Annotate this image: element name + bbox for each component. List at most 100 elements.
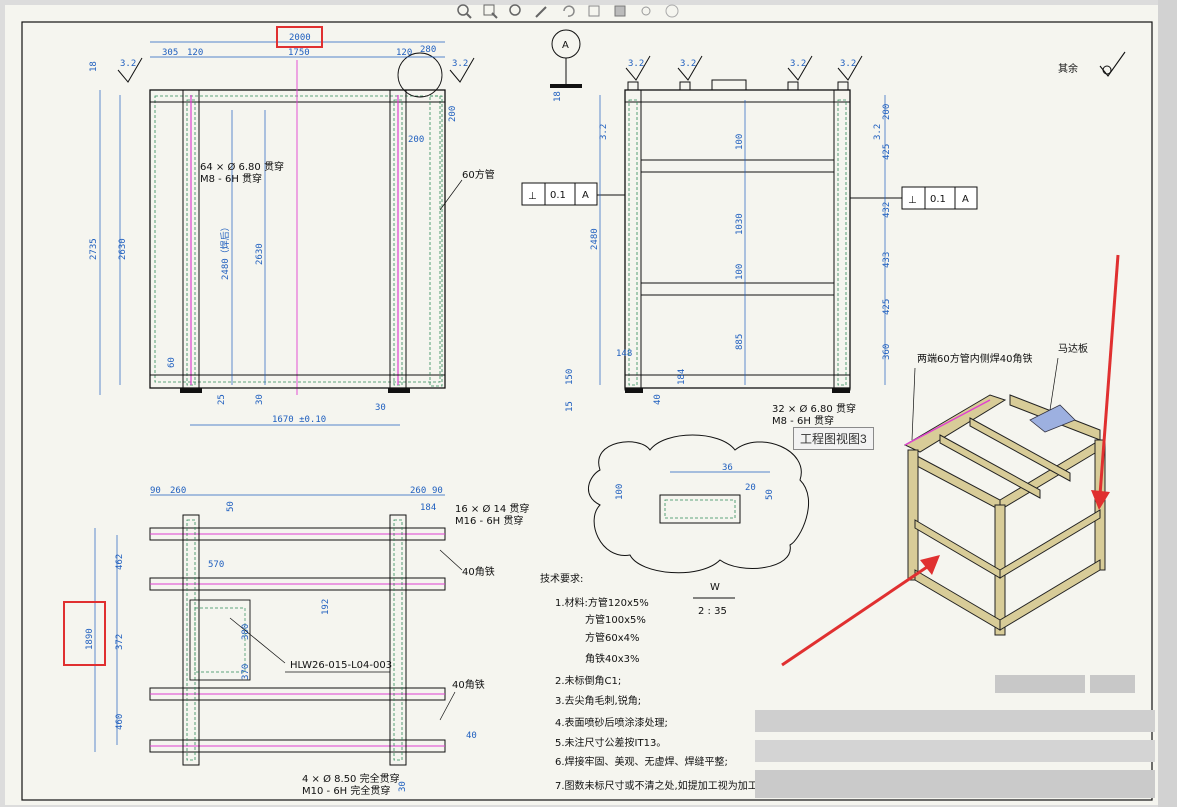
svg-text:50: 50 bbox=[765, 489, 775, 500]
svg-text:4.表面喷砂后喷涂漆处理;: 4.表面喷砂后喷涂漆处理; bbox=[555, 716, 668, 729]
sketch-button[interactable] bbox=[533, 2, 551, 20]
svg-text:5.未注尺寸公差按IT13。: 5.未注尺寸公差按IT13。 bbox=[555, 736, 666, 749]
svg-text:⊥: ⊥ bbox=[528, 191, 537, 202]
svg-text:16 × Ø 14 贯穿: 16 × Ø 14 贯穿 bbox=[455, 502, 529, 515]
svg-text:90: 90 bbox=[150, 486, 161, 496]
svg-text:425: 425 bbox=[882, 299, 892, 315]
svg-text:6.焊接牢固、美观、无虚焊、焊缝平整;: 6.焊接牢固、美观、无虚焊、焊缝平整; bbox=[555, 755, 728, 768]
border-frame bbox=[21, 21, 1153, 801]
dim-bottom-60: 60 bbox=[167, 357, 177, 368]
dim-overall-width: 2000 bbox=[289, 33, 311, 43]
svg-text:184: 184 bbox=[677, 369, 687, 385]
svg-text:100: 100 bbox=[615, 484, 625, 500]
side-view[interactable]: A ⊥ 0.1 A ⊥ 0.1 A 3.2 3.2 3.2 3.2 2480 1… bbox=[521, 29, 978, 427]
svg-text:3.2: 3.2 bbox=[840, 59, 856, 69]
svg-text:148: 148 bbox=[616, 349, 632, 359]
svg-text:20: 20 bbox=[745, 483, 756, 493]
red-arrow-down bbox=[1098, 254, 1120, 496]
section-button[interactable] bbox=[585, 2, 603, 20]
svg-text:3.2: 3.2 bbox=[680, 59, 696, 69]
highlight-box-width bbox=[276, 26, 323, 48]
svg-text:100: 100 bbox=[735, 264, 745, 280]
appearance-button[interactable] bbox=[663, 2, 681, 20]
dim-right-2: 200 bbox=[408, 135, 424, 145]
svg-text:A: A bbox=[962, 194, 969, 205]
front-hole-note-2: M8 - 6H 贯穿 bbox=[200, 172, 262, 185]
svg-text:370: 370 bbox=[241, 664, 251, 680]
svg-text:3.2: 3.2 bbox=[599, 124, 609, 140]
svg-text:432: 432 bbox=[882, 202, 892, 218]
svg-text:方管100x5%: 方管100x5% bbox=[585, 613, 646, 626]
svg-text:⊥: ⊥ bbox=[908, 195, 917, 206]
red-arrow-up bbox=[781, 563, 931, 667]
dim-top-small: 18 bbox=[89, 61, 99, 72]
title-block-blurred bbox=[745, 665, 1165, 805]
detail-view[interactable]: 36 20 50 100 bbox=[588, 434, 810, 574]
svg-text:18: 18 bbox=[553, 91, 563, 102]
dim-side-height: 2480 bbox=[590, 228, 600, 250]
isometric-view[interactable]: 两端60方管内侧焊40角铁 马达板 bbox=[781, 254, 1120, 667]
rotate-icon bbox=[563, 5, 575, 17]
svg-text:260: 260 bbox=[170, 486, 186, 496]
svg-text:462: 462 bbox=[115, 554, 125, 570]
dim-offset-a: 120 bbox=[187, 48, 203, 58]
svg-text:150: 150 bbox=[565, 369, 575, 385]
svg-text:30: 30 bbox=[398, 781, 408, 792]
display-style-button[interactable] bbox=[611, 2, 629, 20]
remaining-roughness: 其余 bbox=[1058, 51, 1126, 77]
dim-bottom-30: 30 bbox=[255, 394, 265, 405]
angle-iron-label-2: 40角铁 bbox=[452, 678, 485, 691]
svg-text:372: 372 bbox=[115, 634, 125, 650]
svg-text:方管60x4%: 方管60x4% bbox=[585, 631, 640, 644]
dim-right-1: 200 bbox=[448, 106, 458, 122]
svg-text:36: 36 bbox=[722, 463, 733, 473]
svg-text:W: W bbox=[710, 582, 720, 593]
svg-text:260: 260 bbox=[410, 486, 426, 496]
svg-text:3.去尖角毛刺,锐角;: 3.去尖角毛刺,锐角; bbox=[555, 694, 641, 707]
front-view[interactable]: 2000 1750 305 120 120 280 3.2 3.2 2735 2… bbox=[89, 26, 495, 426]
svg-text:460: 460 bbox=[115, 714, 125, 730]
front-hole-note-1: 64 × Ø 6.80 贯穿 bbox=[200, 160, 284, 173]
svg-text:3.2: 3.2 bbox=[873, 124, 883, 140]
dim-left-height: 2735 bbox=[89, 238, 99, 260]
tolerance-frame-left bbox=[521, 182, 598, 206]
dim-bottom-1670: 1670 ±0.10 bbox=[272, 415, 326, 425]
angle-iron-label-1: 40角铁 bbox=[462, 565, 495, 578]
svg-text:433: 433 bbox=[882, 252, 892, 268]
zoom-in-button[interactable] bbox=[507, 2, 525, 20]
dim-mid-height: 2480（焊后） bbox=[219, 222, 231, 280]
svg-text:A: A bbox=[582, 190, 589, 201]
dim-inner-height: 2630 bbox=[118, 238, 128, 260]
svg-text:M16 - 6H 贯穿: M16 - 6H 贯穿 bbox=[455, 514, 523, 527]
dim-bottom-30b: 30 bbox=[375, 403, 386, 413]
part-number: HLW26-015-L04-003 bbox=[290, 660, 392, 671]
zoom-fit-button[interactable] bbox=[455, 2, 473, 20]
right-scroll-strip[interactable] bbox=[1158, 0, 1177, 807]
zoom-icon bbox=[457, 4, 472, 19]
svg-text:380: 380 bbox=[241, 624, 251, 640]
svg-text:40: 40 bbox=[653, 394, 663, 405]
zoom-in-icon bbox=[509, 4, 521, 16]
zoom-area-button[interactable] bbox=[481, 2, 499, 20]
front-tube-label: 60方管 bbox=[462, 168, 495, 181]
svg-text:角铁40x3%: 角铁40x3% bbox=[585, 652, 640, 665]
cube-icon bbox=[614, 5, 626, 17]
svg-text:184: 184 bbox=[420, 503, 436, 513]
rotate-button[interactable] bbox=[559, 2, 577, 20]
highlight-box-depth bbox=[63, 601, 106, 666]
hide-show-button[interactable] bbox=[637, 2, 655, 20]
dim-inner-width: 1750 bbox=[288, 48, 310, 58]
dim-bottom-25: 25 bbox=[217, 394, 227, 405]
svg-text:100: 100 bbox=[735, 134, 745, 150]
svg-text:0.1: 0.1 bbox=[930, 194, 946, 205]
svg-text:570: 570 bbox=[208, 560, 224, 570]
svg-text:32 × Ø 6.80 贯穿: 32 × Ø 6.80 贯穿 bbox=[772, 402, 856, 415]
iso-label-weld: 两端60方管内侧焊40角铁 bbox=[917, 352, 1032, 365]
top-view[interactable]: 90 260 260 90 50 184 570 462 1890 372 46… bbox=[63, 486, 529, 797]
section-icon bbox=[588, 5, 600, 17]
svg-text:M8 - 6H 贯穿: M8 - 6H 贯穿 bbox=[772, 414, 834, 427]
zoom-area-icon bbox=[483, 4, 498, 19]
svg-text:90: 90 bbox=[432, 486, 443, 496]
svg-text:其余: 其余 bbox=[1058, 62, 1078, 75]
